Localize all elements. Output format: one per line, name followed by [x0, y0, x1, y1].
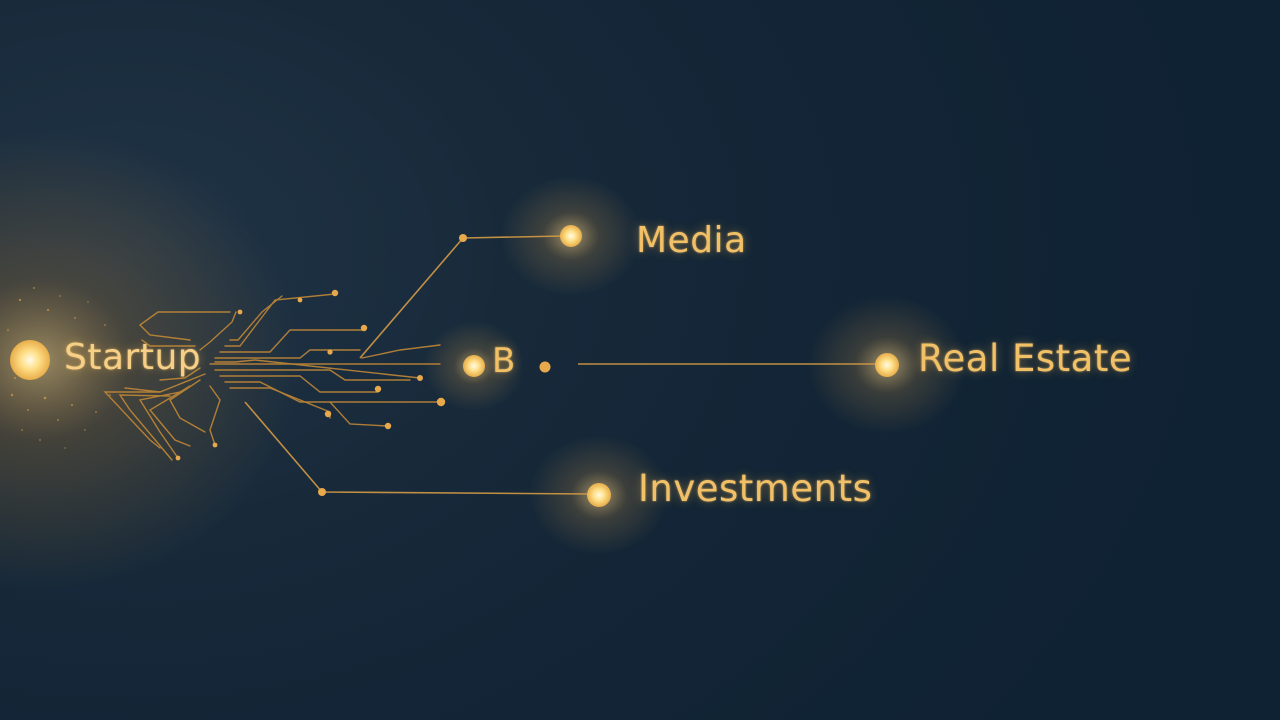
startup-label: Startup	[64, 337, 202, 378]
investments-node[interactable]	[587, 483, 611, 507]
investments-label: Investments	[638, 467, 873, 510]
terminal-dots	[175, 234, 551, 496]
media-label: Media	[636, 220, 747, 261]
startup-node[interactable]	[10, 340, 50, 380]
b-node[interactable]	[463, 355, 485, 377]
media-node[interactable]	[560, 225, 582, 247]
particle-field	[7, 287, 111, 449]
startup-glow	[0, 130, 300, 590]
real-estate-node[interactable]	[875, 353, 899, 377]
b-label: B	[492, 341, 516, 381]
real-estate-label: Real Estate	[918, 337, 1133, 380]
